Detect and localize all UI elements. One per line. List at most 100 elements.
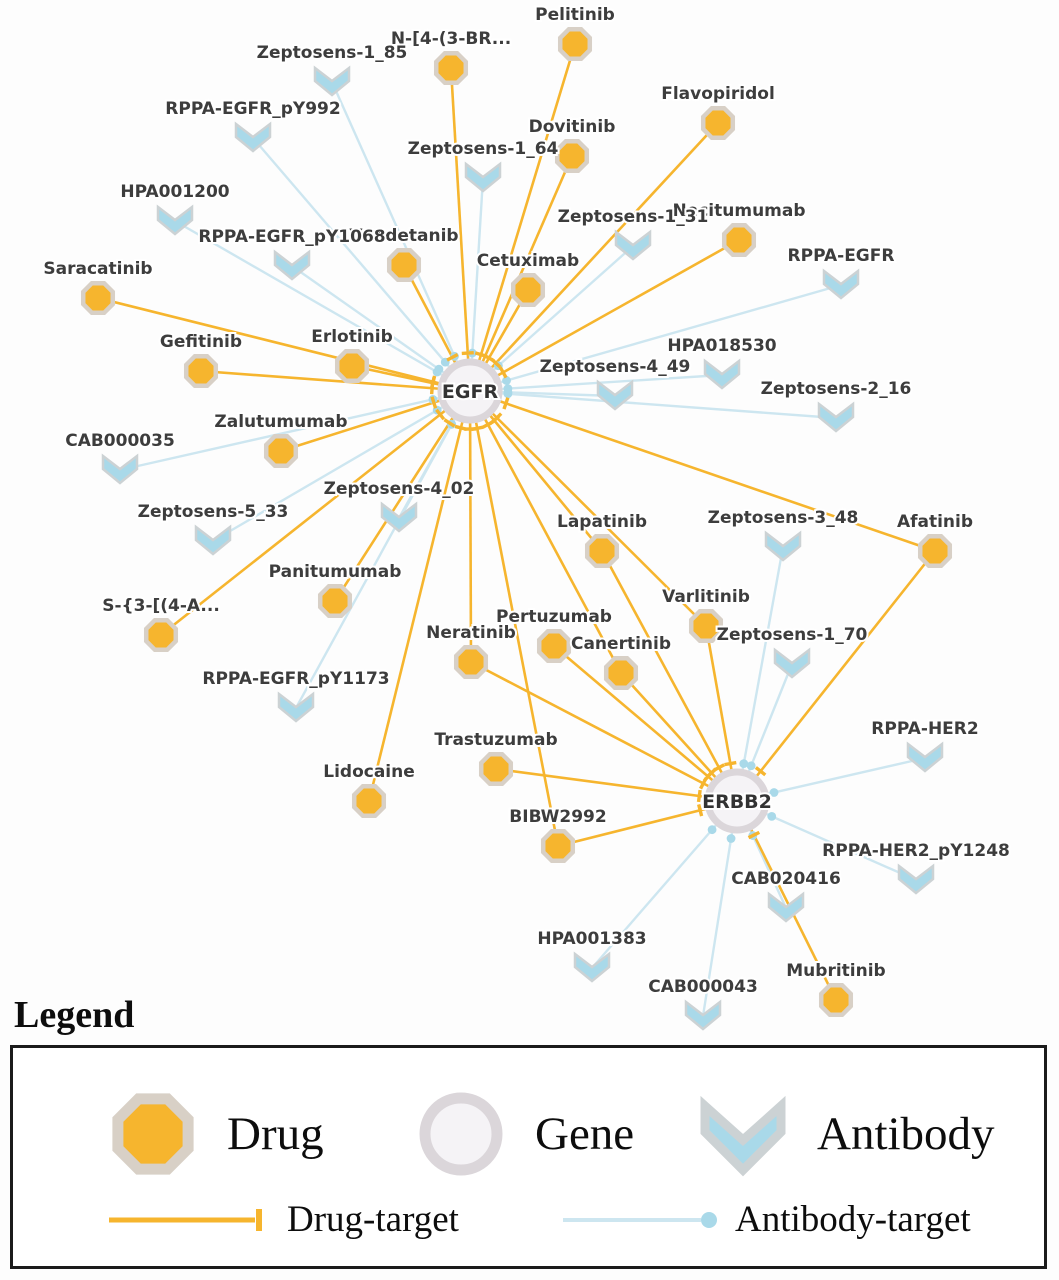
legend-edge-drug-target: Drug-target [105, 1198, 459, 1241]
drug-octagon-icon [917, 533, 953, 569]
edge-drug-pelitinib-egfr [468, 43, 577, 392]
antibody-chevron-icon [194, 524, 232, 556]
drug-target-tee [702, 770, 714, 783]
node-label-cetuximab: Cetuximab [477, 251, 579, 271]
node-rppa-egfr-py1173 [277, 691, 315, 723]
antibody-chevron-icon [464, 161, 502, 193]
drug-target-tee [502, 397, 510, 410]
node-panitumumab [317, 583, 353, 619]
edge-antibody-hpa001200-egfr [174, 219, 471, 393]
drug-target-tee [754, 766, 767, 777]
antibody-chevron-icon [101, 453, 139, 485]
node-label-afatinib: Afatinib [897, 512, 973, 532]
edge-drug-s-3-4-a-egfr [160, 389, 471, 637]
node-zeptosens-1-64 [464, 161, 502, 193]
edge-antibody-rppa-her2-py1248-erbb2 [736, 799, 917, 882]
edge-drug-neratinib-egfr [468, 390, 473, 663]
node-zeptosens-2-16 [817, 401, 855, 433]
node-canertinib [603, 655, 639, 691]
node-label-zeptosens-1-70: Zeptosens-1_70 [717, 625, 868, 645]
antibody-target-dot [503, 389, 513, 399]
drug-octagon-icon [688, 608, 724, 644]
edge-drug-saracatinib-egfr [97, 296, 471, 393]
node-cab000043 [684, 999, 722, 1031]
node-label-rppa-her2: RPPA-HER2 [871, 719, 978, 739]
drug-target-tee [747, 830, 761, 840]
gene-circle-icon [437, 358, 503, 424]
node-label-vandetanib: Vandetanib [349, 226, 458, 246]
legend-antibody-label: Antibody [817, 1108, 995, 1160]
edge-antibody-cab000035-egfr [119, 389, 471, 472]
node-label-zeptosens-2-16: Zeptosens-2_16 [761, 379, 912, 399]
node-lapatinib [584, 533, 620, 569]
node-lidocaine [351, 783, 387, 819]
node-trastuzumab [478, 751, 514, 787]
node-varlitinib [688, 608, 724, 644]
node-label-cab000043: CAB000043 [648, 977, 758, 997]
drug-target-edge-icon [109, 1208, 262, 1231]
node-zeptosens-1-31 [614, 229, 652, 261]
node-label-hpa001383: HPA001383 [537, 929, 646, 949]
drug-octagon-icon [721, 222, 757, 258]
node-label-panitumumab: Panitumumab [269, 562, 402, 582]
antibody-target-dot [726, 834, 736, 843]
gene-circle-icon [704, 768, 770, 834]
edge-drug-flavopiridol-egfr [469, 122, 719, 392]
antibody-chevron-icon [703, 358, 741, 390]
antibody-node-icon [700, 1095, 786, 1177]
node-label-hpa001200: HPA001200 [120, 182, 229, 202]
node-label-necitumumab: Necitumumab [672, 201, 805, 221]
drug-target-tee [429, 376, 436, 390]
antibody-chevron-icon [684, 999, 722, 1031]
node-hpa001383 [573, 951, 611, 983]
network-graph: EGFRERBB2PelitinibN-[4-(3-BR...Flavopiri… [41, 3, 1012, 1031]
legend-antibody-target-label: Antibody-target [735, 1199, 971, 1240]
antibody-chevron-icon [234, 121, 272, 153]
node-label-rppa-egfr-py1068: RPPA-EGFR_pY1068 [198, 227, 385, 247]
edge-drug-zalutumumab-egfr [280, 389, 471, 453]
node-label-rppa-egfr: RPPA-EGFR [788, 246, 895, 266]
node-necitumumab [721, 222, 757, 258]
legend-item-antibody: Antibody [691, 1082, 995, 1186]
edge-drug-bibw2992-egfr [468, 390, 560, 847]
edge-antibody-rppa-egfr-py1173-egfr [294, 390, 472, 709]
drug-target-tee [696, 789, 702, 803]
antibody-chevron-icon [596, 379, 634, 411]
antibody-chevron-icon [273, 249, 311, 281]
node-label-mubritinib: Mubritinib [786, 961, 885, 981]
node-egfr [437, 358, 503, 424]
gene-node-icon [419, 1092, 503, 1176]
edge-drug-n-4-3-br-egfr [449, 67, 472, 392]
antibody-chevron-icon [277, 691, 315, 723]
node-label-zeptosens-1-85: Zeptosens-1_85 [257, 43, 408, 63]
node-label-pelitinib: Pelitinib [535, 5, 615, 25]
node-label-trastuzumab: Trastuzumab [434, 730, 557, 750]
drug-octagon-icon [453, 644, 489, 680]
node-label-dovitinib: Dovitinib [529, 117, 616, 137]
node-zeptosens-4-49 [596, 379, 634, 411]
drug-target-tee [471, 425, 484, 432]
node-erbb2 [704, 768, 770, 834]
node-flavopiridol [700, 105, 736, 141]
legend-item-drug: Drug [101, 1082, 324, 1186]
node-label-zeptosens-1-31: Zeptosens-1_31 [558, 207, 709, 227]
antibody-chevron-icon [773, 647, 811, 679]
node-pertuzumab [536, 628, 572, 664]
node-afatinib [917, 533, 953, 569]
drug-octagon-icon [351, 783, 387, 819]
node-label-n-4-3-br: N-[4-(3-BR... [391, 29, 511, 49]
node-erlotinib [334, 348, 370, 384]
node-mubritinib [818, 982, 854, 1018]
drug-octagon-icon [433, 50, 469, 86]
node-label-canertinib: Canertinib [571, 634, 671, 654]
edge-drug-afatinib-erbb2 [735, 550, 937, 802]
antibody-chevron-icon [822, 268, 860, 300]
antibody-chevron-icon [380, 501, 418, 533]
node-label-s-3-4-a: S-{3-[(4-A... [102, 596, 220, 616]
legend-gene-label: Gene [535, 1108, 635, 1160]
drug-target-tee [697, 804, 704, 817]
legend-title: Legend [14, 994, 135, 1036]
edge-drug-lapatinib-erbb2 [600, 550, 739, 802]
node-label-rppa-egfr-py1173: RPPA-EGFR_pY1173 [202, 669, 389, 689]
